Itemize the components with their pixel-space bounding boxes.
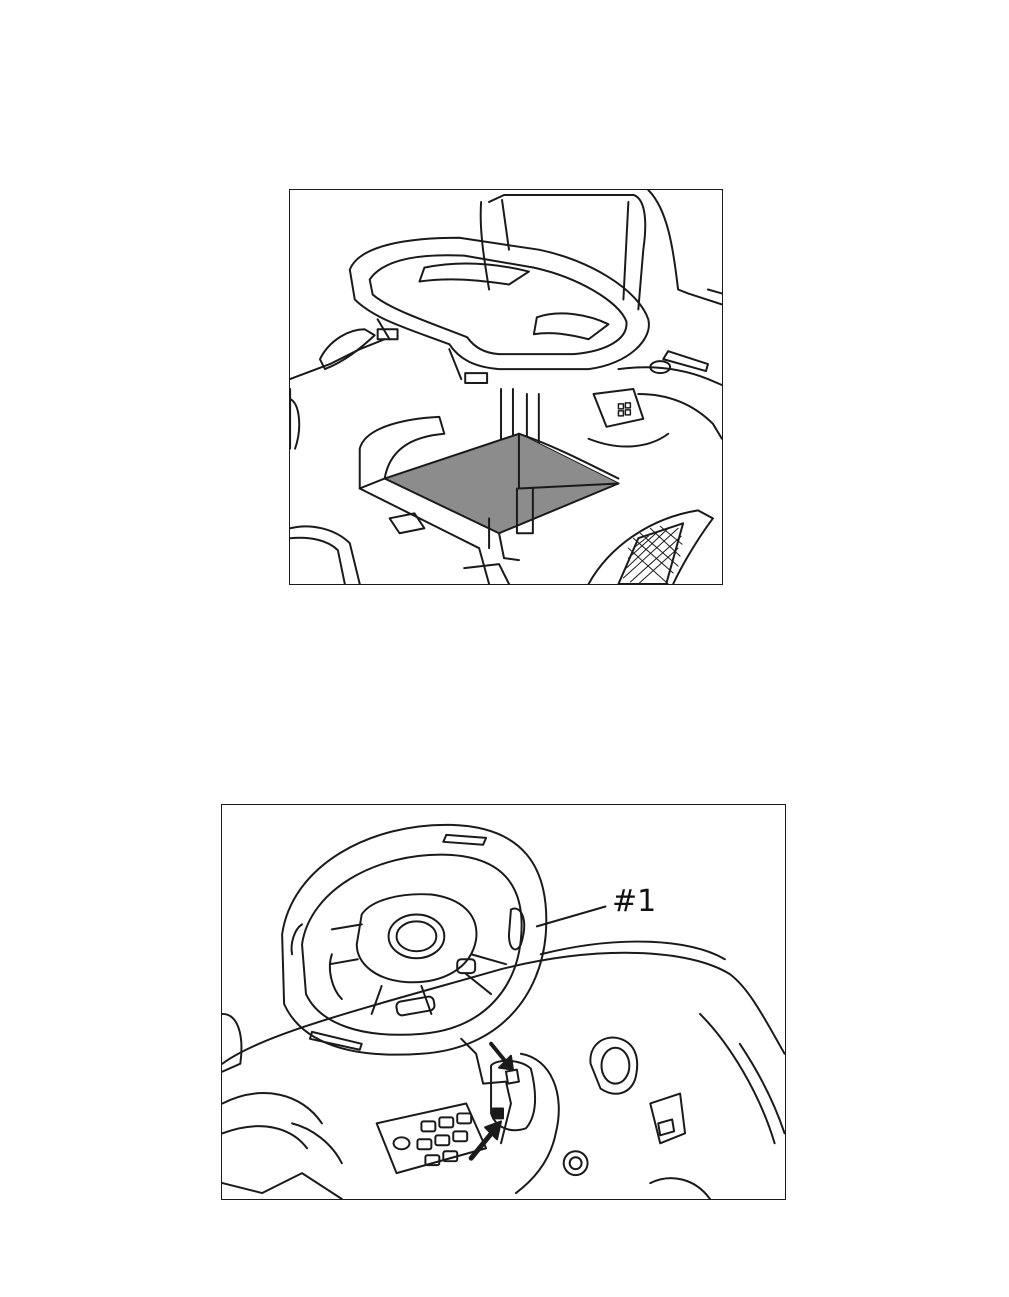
ignition-knob-inner <box>570 1157 582 1169</box>
floor-pad <box>390 513 425 533</box>
shaft-bolt <box>493 1108 503 1118</box>
gauge-pod-inner <box>602 1048 630 1084</box>
right-side-line <box>638 394 722 439</box>
left-side-mirror <box>222 1014 241 1072</box>
steering-wheel-rim-inner <box>302 855 522 1035</box>
left-rear-panel-inner <box>290 538 345 584</box>
ignition-knob <box>564 1151 588 1175</box>
seat-backrest <box>481 195 646 309</box>
right-console-switch <box>658 1119 674 1135</box>
seat-backrest-inner <box>502 200 628 299</box>
right-body-lines <box>700 1014 785 1143</box>
left-body-curve <box>292 1123 342 1163</box>
spoke-left <box>330 954 342 999</box>
left-handle <box>320 329 375 369</box>
right-body-line <box>708 289 722 293</box>
right-lower-curve <box>650 1178 710 1199</box>
left-fender <box>290 389 299 449</box>
right-panel-curve <box>589 434 669 447</box>
connector-pins <box>618 403 630 416</box>
left-rear-panel <box>290 526 360 584</box>
wheel-spokes <box>330 924 506 1014</box>
rim-grip-top <box>443 835 486 845</box>
steering-wheel-drawing <box>222 805 785 1199</box>
dashboard-top-line <box>222 953 784 1064</box>
shaft-socket-top <box>506 1070 519 1084</box>
horn-button-inner <box>397 921 437 951</box>
column-cover <box>516 1054 559 1193</box>
bottom-left-lines <box>222 1173 341 1199</box>
seat-contour-front <box>419 264 528 285</box>
steering-wheel-hub <box>357 894 477 982</box>
callout-label: #1 <box>612 887 656 917</box>
seat-compartment-drawing <box>290 190 722 584</box>
seat-compartment-figure <box>289 189 723 585</box>
left-body-lines <box>222 1093 321 1148</box>
right-console-box <box>650 1094 685 1144</box>
right-backrest-edge <box>648 190 722 304</box>
seat-cushion-outer <box>350 238 649 369</box>
rim-grip-left <box>292 924 302 954</box>
button-panel-buttons <box>394 1113 472 1165</box>
steering-wheel-figure: #1 <box>221 804 786 1200</box>
seat-contour-rear <box>534 313 609 339</box>
arrow-up-shaft <box>471 1131 493 1158</box>
left-body-line <box>290 339 385 379</box>
seat-hinge-right <box>465 373 487 383</box>
compartment-back-wall <box>519 434 618 489</box>
